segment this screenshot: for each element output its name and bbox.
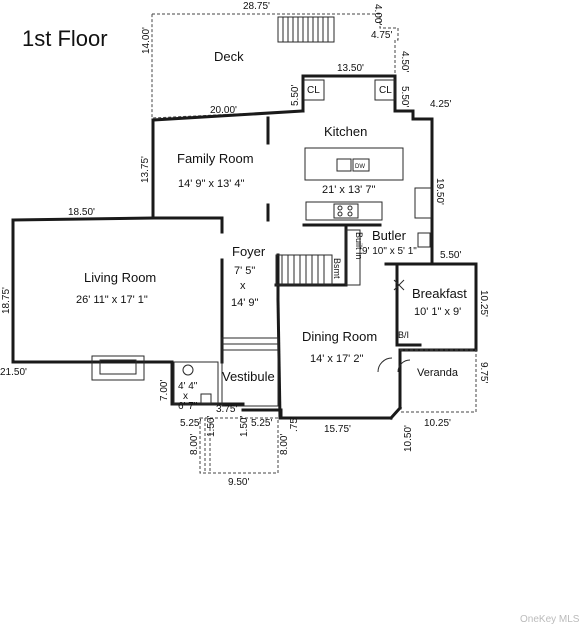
room-size-living: 26' 11" x 17' 1" bbox=[76, 294, 148, 306]
cooktop-icon bbox=[333, 203, 359, 219]
door-swing bbox=[393, 279, 405, 291]
counter bbox=[305, 201, 383, 221]
door-swing bbox=[377, 357, 393, 373]
room-name-kitchen: Kitchen bbox=[324, 124, 367, 139]
sink-icon bbox=[336, 158, 352, 172]
dimension-label: 13.75' bbox=[140, 156, 151, 183]
built-in-label: Built In bbox=[354, 232, 364, 260]
room-name-dining: Dining Room bbox=[302, 329, 377, 344]
dimension-label: 18.75' bbox=[1, 287, 12, 314]
closet-left bbox=[303, 79, 325, 101]
dimension-label: 5.25' bbox=[180, 418, 201, 429]
dimension-label: 14.00' bbox=[141, 27, 152, 54]
room-size-butler: 9' 10" x 5' 1" bbox=[362, 246, 417, 257]
dishwasher-icon bbox=[352, 158, 370, 172]
dimension-label: 8.00' bbox=[189, 434, 200, 455]
powder-size-2: x bbox=[183, 391, 188, 402]
room-size-foyer-3: 14' 9" bbox=[231, 297, 259, 309]
dimension-label: 4.50' bbox=[399, 51, 410, 72]
dimension-label: 3.75' bbox=[216, 404, 237, 415]
dimension-label: 20.00' bbox=[210, 105, 237, 116]
dimension-label: 9.75' bbox=[478, 362, 489, 383]
closet-label: CL bbox=[379, 85, 392, 96]
room-size-dining: 14' x 17' 2" bbox=[310, 353, 363, 365]
room-name-foyer: Foyer bbox=[232, 244, 266, 259]
fireplace bbox=[91, 355, 145, 381]
dimension-label: 18.50' bbox=[68, 207, 95, 218]
vestibule-stairs bbox=[221, 337, 279, 407]
room-size-family: 14' 9" x 13' 4" bbox=[178, 178, 245, 190]
dimension-label: 10.25' bbox=[478, 290, 489, 317]
butler-sink-icon bbox=[417, 232, 431, 248]
dimension-label: 7.00' bbox=[159, 380, 170, 401]
dimension-label: 10.50' bbox=[403, 425, 414, 452]
fireplace-hearth bbox=[99, 359, 137, 375]
door-swing bbox=[397, 359, 411, 373]
dimension-label: 5.50' bbox=[440, 250, 461, 261]
room-name-deck: Deck bbox=[214, 49, 244, 64]
dimension-label: 13.50' bbox=[337, 63, 364, 74]
dimension-label: 9.50' bbox=[228, 477, 249, 488]
room-size-kitchen: 21' x 13' 7" bbox=[322, 184, 375, 196]
powder-room bbox=[173, 361, 219, 405]
dimension-label: 1.50' bbox=[206, 416, 217, 437]
powder-size-1: 4' 4" bbox=[178, 381, 198, 392]
dimension-label: 1.50' bbox=[239, 416, 250, 437]
room-name-veranda: Veranda bbox=[417, 367, 459, 379]
front-steps bbox=[199, 417, 279, 474]
room-name-family: Family Room bbox=[177, 151, 254, 166]
deck-stairs bbox=[277, 16, 335, 43]
room-size-foyer-1: 7' 5" bbox=[234, 265, 255, 277]
closet-label: CL bbox=[307, 85, 320, 96]
deck-outline bbox=[151, 13, 399, 119]
built-in-cabinet bbox=[345, 229, 361, 286]
dimension-label: 28.75' bbox=[243, 1, 270, 12]
dimension-label: 21.50' bbox=[0, 367, 27, 378]
dimension-label: 4.00' bbox=[372, 4, 383, 25]
room-size-breakfast: 10' 1" x 9' bbox=[414, 306, 461, 318]
kitchen-island bbox=[304, 147, 404, 181]
powder-size-3: 6' 7" bbox=[178, 401, 198, 412]
vanity-icon bbox=[200, 393, 212, 404]
toilet-icon bbox=[182, 364, 194, 376]
dimension-label: 5.50' bbox=[399, 86, 410, 107]
dimension-label: 5.50' bbox=[290, 85, 301, 106]
room-size-foyer-2: x bbox=[240, 280, 246, 292]
watermark: OneKey MLS bbox=[520, 614, 580, 625]
plan-title: 1st Floor bbox=[22, 26, 108, 51]
dimension-label: 19.50' bbox=[434, 178, 445, 205]
dimension-label: 15.75' bbox=[324, 424, 351, 435]
room-name-butler: Butler bbox=[372, 228, 407, 243]
dimension-label: 8.00' bbox=[279, 434, 290, 455]
veranda-outline bbox=[400, 349, 477, 413]
closet-right bbox=[374, 79, 396, 101]
dimension-label: 4.75' bbox=[371, 30, 392, 41]
bi-label: B/I bbox=[398, 330, 409, 340]
dimension-label: 4.25' bbox=[430, 99, 451, 110]
foyer-stairs bbox=[275, 254, 333, 286]
basement-label: Bsmt bbox=[332, 258, 342, 279]
room-name-living: Living Room bbox=[84, 270, 156, 285]
dishwasher-label: DW bbox=[355, 164, 365, 170]
dimension-label: 10.25' bbox=[424, 418, 451, 429]
room-name-vestibule: Vestibule bbox=[222, 369, 275, 384]
oven-icon bbox=[414, 187, 432, 219]
dimension-labels: 28.75' 4.00' 4.75' 14.00' 4.50' 13.50' 5… bbox=[0, 1, 489, 488]
dimension-label: .75' bbox=[289, 416, 300, 432]
room-name-breakfast: Breakfast bbox=[412, 286, 467, 301]
dimension-label: 5.25' bbox=[251, 418, 272, 429]
